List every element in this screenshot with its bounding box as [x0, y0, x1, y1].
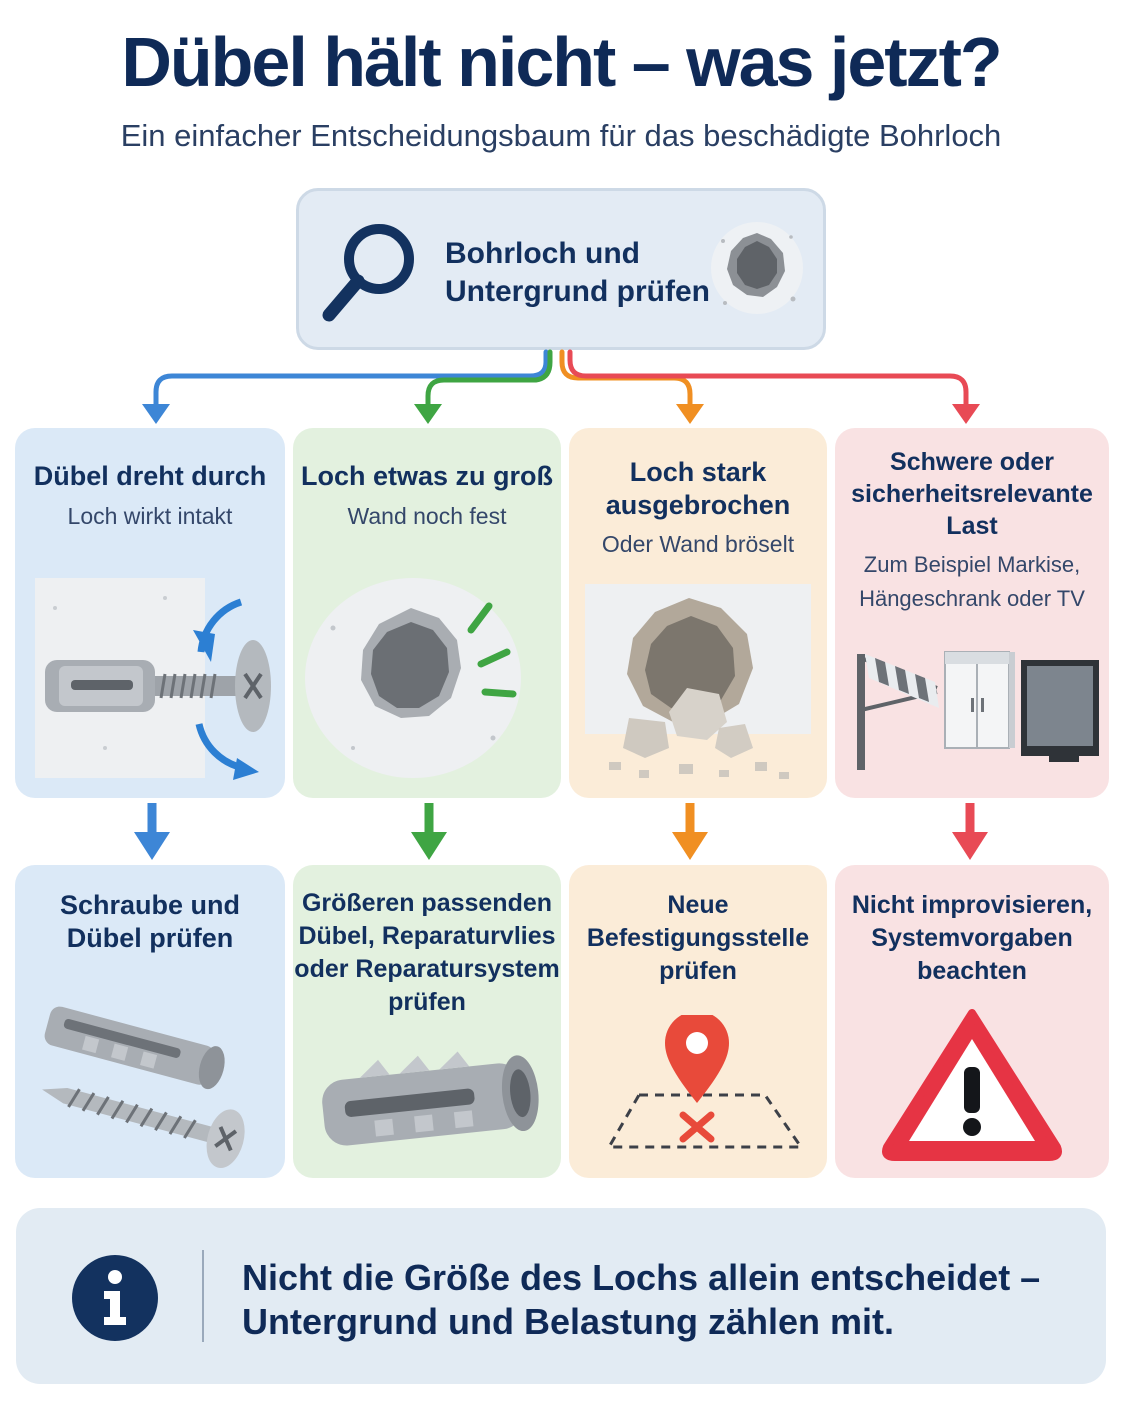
- action-heading-line: oder Reparatursystem: [294, 955, 560, 983]
- action-heading-line: Neue: [667, 891, 729, 919]
- magnifier-icon: [322, 224, 414, 322]
- connector-orange: [559, 349, 693, 413]
- action-heading-line: Befestigungsstelle: [586, 924, 810, 952]
- enlarged-hole-icon: [305, 578, 521, 778]
- action-heading-line: prüfen: [659, 957, 737, 985]
- action-heading-line: Nicht improvisieren,: [851, 891, 1093, 919]
- condition-heading: Loch stark ausgebrochen: [569, 456, 827, 522]
- condition-heading: Dübel dreht durch: [15, 460, 285, 493]
- condition-detail-line: Zum Beispiel Markise,: [863, 552, 1081, 577]
- action-heading: Nicht improvisieren, Systemvorgaben beac…: [835, 889, 1109, 988]
- condition-heading-line: Dübel dreht durch: [33, 461, 267, 491]
- page-subtitle: Ein einfacher Entscheidungsbaum für das …: [120, 118, 1002, 153]
- condition-detail: Loch wirkt intakt: [15, 500, 285, 533]
- action-heading-line: Dübel prüfen: [66, 923, 234, 953]
- condition-detail: Zum Beispiel Markise, Hängeschrank oder …: [835, 548, 1109, 616]
- arrow-head-red: [952, 404, 980, 424]
- action-card-2: Größeren passenden Dübel, Reparaturvlies…: [293, 865, 561, 1178]
- condition-heading: Loch etwas zu groß: [293, 460, 561, 493]
- action-heading-line: Dübel, Reparaturvlies: [298, 922, 556, 950]
- condition-card-1: Dübel dreht durch Loch wirkt intakt: [15, 428, 285, 798]
- condition-detail-line: Hängeschrank oder TV: [859, 586, 1085, 611]
- action-heading-line: Größeren passenden: [301, 889, 553, 917]
- anchor-and-screw-icon: [42, 1006, 245, 1169]
- crumbling-wall-icon: [585, 584, 811, 779]
- tv-icon: [1021, 660, 1099, 762]
- root-label: Bohrloch und Untergrund prüfen: [445, 235, 710, 311]
- action-heading: Schraube und Dübel prüfen: [15, 889, 285, 955]
- action-card-1: Schraube und Dübel prüfen: [15, 865, 285, 1178]
- awning-icon: [857, 654, 939, 770]
- drill-hole-icon: [711, 222, 803, 314]
- action-heading-line: beachten: [917, 957, 1027, 985]
- condition-card-2: Loch etwas zu groß Wand noch fest: [293, 428, 561, 798]
- condition-heading-line: Last: [946, 512, 998, 540]
- condition-card-3: Loch stark ausgebrochen Oder Wand brösel…: [569, 428, 827, 798]
- info-divider: [202, 1250, 204, 1342]
- arrow-head-green: [414, 404, 442, 424]
- action-heading-line: Schraube und: [59, 890, 241, 920]
- condition-heading-line: Loch etwas zu groß: [300, 461, 554, 491]
- condition-detail-line: Loch wirkt intakt: [67, 503, 233, 529]
- action-heading: Größeren passenden Dübel, Reparaturvlies…: [293, 887, 561, 1019]
- root-decision-box: Bohrloch und Untergrund prüfen: [296, 188, 826, 350]
- condition-heading: Schwere oder sicherheitsrelevante Last: [835, 446, 1109, 542]
- warning-icon: [882, 1009, 1062, 1161]
- action-card-4: Nicht improvisieren, Systemvorgaben beac…: [835, 865, 1109, 1178]
- root-label-line-2: Untergrund prüfen: [445, 275, 710, 308]
- condition-detail: Oder Wand bröselt: [569, 528, 827, 561]
- arrow-head-blue: [142, 404, 170, 424]
- info-icon: [72, 1255, 158, 1341]
- page-title: Dübel hält nicht – was jetzt?: [121, 23, 1002, 101]
- arrow-head-orange: [676, 404, 704, 424]
- location-pin-icon: [606, 1015, 804, 1149]
- heavy-loads-icon: [857, 651, 1099, 770]
- connector-red: [567, 349, 969, 413]
- cabinet-icon: [944, 651, 1015, 749]
- action-heading-line: Systemvorgaben: [871, 924, 1073, 952]
- connector-blue: [153, 349, 549, 413]
- condition-heading-line: Schwere oder: [890, 448, 1054, 476]
- action-heading-line: prüfen: [388, 988, 466, 1016]
- connector-green: [425, 349, 553, 413]
- info-text-line-1: Nicht die Größe des Lochs allein entsche…: [242, 1257, 1041, 1298]
- condition-detail-line: Oder Wand bröselt: [601, 531, 795, 557]
- down-arrows: [134, 803, 988, 860]
- info-box: Nicht die Größe des Lochs allein entsche…: [16, 1208, 1106, 1384]
- condition-heading-line: Loch stark: [629, 457, 767, 487]
- root-label-line-1: Bohrloch und: [445, 237, 640, 270]
- info-text: Nicht die Größe des Lochs allein entsche…: [242, 1256, 1040, 1344]
- condition-heading-line: sicherheitsrelevante: [851, 480, 1093, 508]
- action-heading: Neue Befestigungsstelle prüfen: [569, 889, 827, 988]
- large-anchor-icon: [322, 1051, 539, 1146]
- condition-card-4: Schwere oder sicherheitsrelevante Last Z…: [835, 428, 1109, 798]
- info-text-line-2: Untergrund und Belastung zählen mit.: [242, 1301, 895, 1342]
- spinning-anchor-icon: [35, 578, 271, 780]
- condition-detail: Wand noch fest: [293, 500, 561, 533]
- condition-heading-line: ausgebrochen: [605, 490, 791, 520]
- action-card-3: Neue Befestigungsstelle prüfen: [569, 865, 827, 1178]
- condition-detail-line: Wand noch fest: [347, 503, 507, 529]
